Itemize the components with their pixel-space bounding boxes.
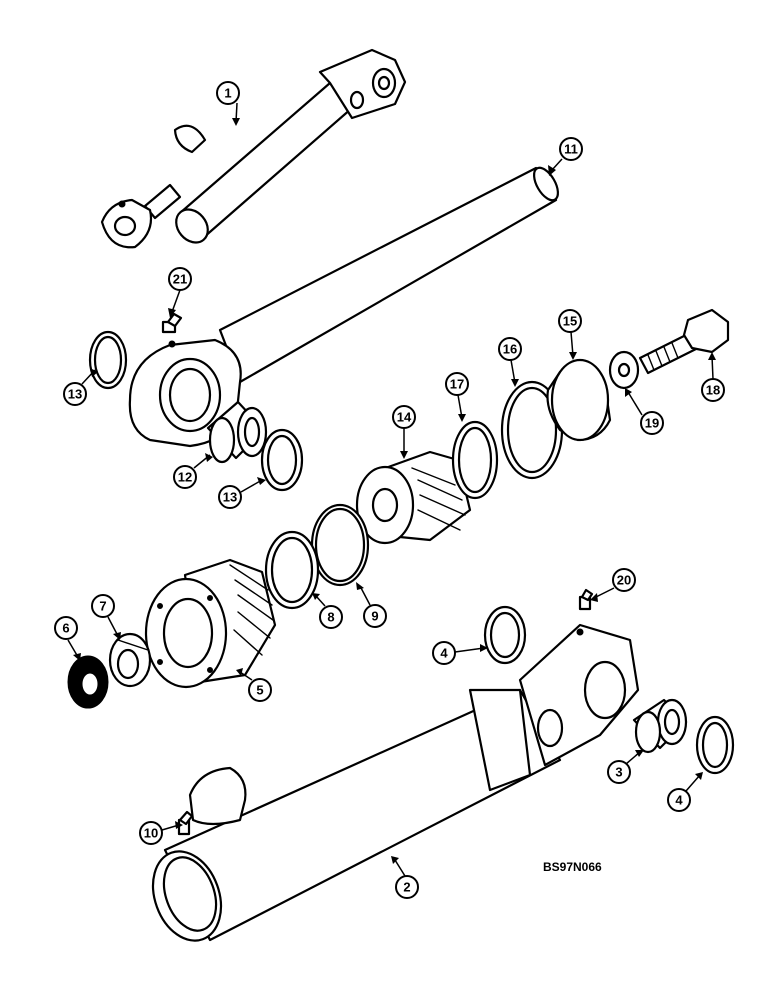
- callout-label: 14: [397, 410, 412, 425]
- part-grease-fitting-upper: [161, 312, 183, 334]
- callout-label: 1: [224, 86, 231, 101]
- callout-14: 14: [392, 405, 416, 459]
- callout-21: 21: [168, 267, 192, 318]
- callout-label: 11: [564, 142, 578, 157]
- callout-11: 11: [548, 137, 583, 176]
- callout-label: 8: [327, 610, 334, 625]
- part-retaining-ring-4-upper: [483, 605, 527, 665]
- part-retaining-ring-4-lower: [695, 715, 735, 775]
- callout-label: 15: [563, 314, 577, 329]
- callout-12: 12: [173, 453, 213, 489]
- part-bushing-upper: [206, 400, 268, 464]
- part-washer-19: [608, 350, 640, 390]
- callout-label: 6: [62, 621, 69, 636]
- callout-6: 6: [54, 616, 81, 661]
- callout-9: 9: [356, 582, 387, 628]
- part-rod-seal-6: [67, 655, 109, 709]
- callout-label: 19: [645, 416, 659, 431]
- callout-7: 7: [91, 594, 121, 640]
- callout-18: 18: [701, 352, 725, 402]
- callout-label: 5: [256, 683, 263, 698]
- part-piston-band-15: [546, 358, 612, 442]
- part-piston-rod: [128, 166, 560, 448]
- callout-17: 17: [445, 372, 469, 422]
- callout-13-middle: 13: [218, 477, 266, 509]
- part-retaining-ring-middle: [260, 428, 304, 492]
- part-piston: [355, 450, 472, 545]
- callout-label: 12: [178, 470, 192, 485]
- part-bushing-lower: [632, 698, 688, 754]
- callout-13-upper: 13: [63, 368, 98, 406]
- callout-4-upper: 4: [432, 641, 488, 665]
- callout-2: 2: [391, 856, 419, 899]
- callout-label: 3: [615, 765, 622, 780]
- callout-16: 16: [498, 337, 522, 387]
- callout-8: 8: [312, 593, 343, 629]
- part-bolt-18: [638, 308, 730, 375]
- callout-label: 17: [450, 377, 464, 392]
- callout-label: 21: [173, 272, 187, 287]
- callout-label: 9: [371, 609, 378, 624]
- part-backup-ring-8: [264, 530, 320, 610]
- part-gland-head-5: [144, 558, 277, 689]
- callout-label: 4: [675, 793, 683, 808]
- callout-label: 20: [617, 573, 631, 588]
- callout-label: 10: [144, 826, 158, 841]
- callout-label: 16: [503, 342, 517, 357]
- part-wiper-seal-7: [108, 632, 152, 688]
- part-assembled-cylinder: [100, 48, 407, 249]
- callout-label: 4: [440, 646, 448, 661]
- callout-label: 7: [99, 599, 106, 614]
- figure-code: BS97N066: [543, 860, 602, 874]
- callout-4-lower: 4: [667, 772, 703, 812]
- part-cylinder-barrel: [151, 623, 640, 942]
- part-seal-ring-17: [451, 420, 499, 500]
- callout-3: 3: [607, 750, 644, 784]
- callout-15: 15: [558, 309, 582, 360]
- part-retaining-ring-upper: [88, 330, 128, 390]
- callout-label: 13: [68, 387, 82, 402]
- part-grease-fitting-20: [578, 588, 594, 611]
- callout-1: 1: [216, 81, 240, 126]
- part-grease-fitting-lower: [177, 810, 194, 836]
- callout-label: 2: [403, 880, 410, 895]
- callout-10: 10: [139, 821, 183, 845]
- callout-20: 20: [590, 568, 636, 602]
- callout-19: 19: [625, 388, 664, 435]
- callout-5: 5: [236, 668, 272, 702]
- callout-label: 18: [706, 383, 720, 398]
- callout-label: 13: [223, 490, 237, 505]
- part-o-ring-9: [310, 503, 370, 587]
